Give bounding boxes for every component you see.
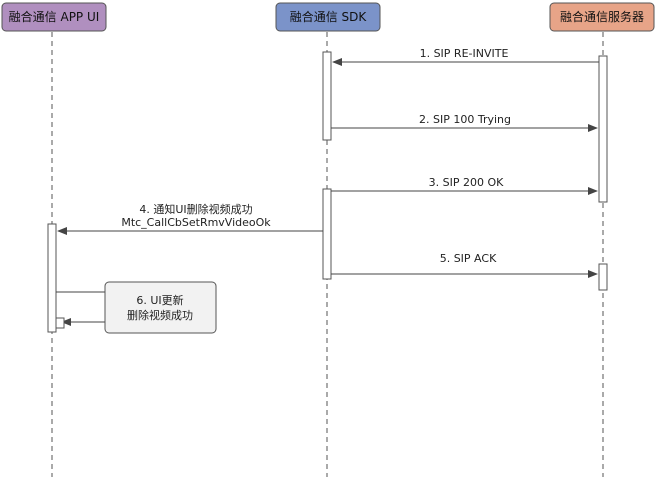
message-2-label: 2. SIP 100 Trying	[419, 113, 511, 126]
app-ui-activation	[47, 223, 57, 333]
note-line2: 删除视频成功	[127, 308, 193, 322]
sdk-header: 融合通信 SDK	[275, 2, 381, 32]
server-header-box	[549, 2, 655, 32]
message-3-label: 3. SIP 200 OK	[429, 176, 504, 189]
message-4-label-line2: Mtc_CallCbSetRmvVideoOk	[121, 216, 271, 229]
message-4-label-line1: 4. 通知UI删除视频成功	[139, 202, 252, 216]
server-activation-1	[598, 55, 608, 203]
sdk-header-label: 融合通信 SDK	[290, 9, 368, 24]
app-ui-header-label: 融合通信 APP UI	[9, 9, 100, 24]
self-activation	[55, 317, 65, 329]
sdk-activation-2	[322, 188, 332, 280]
message-5-label: 5. SIP ACK	[440, 252, 497, 265]
server-header-label: 融合通信服务器	[560, 9, 644, 24]
sdk-activation-1	[322, 51, 332, 141]
server-activation-2	[598, 263, 608, 291]
sdk-header-box	[275, 2, 381, 32]
message-1-label: 1. SIP RE-INVITE	[420, 47, 509, 60]
app-ui-header-box	[1, 2, 107, 32]
note-line1: 6. UI更新	[136, 293, 183, 307]
server-header: 融合通信服务器	[549, 2, 655, 32]
note-rect	[104, 281, 217, 334]
app-ui-header: 融合通信 APP UI	[1, 2, 107, 32]
note-box: 6. UI更新 删除视频成功	[104, 281, 217, 334]
